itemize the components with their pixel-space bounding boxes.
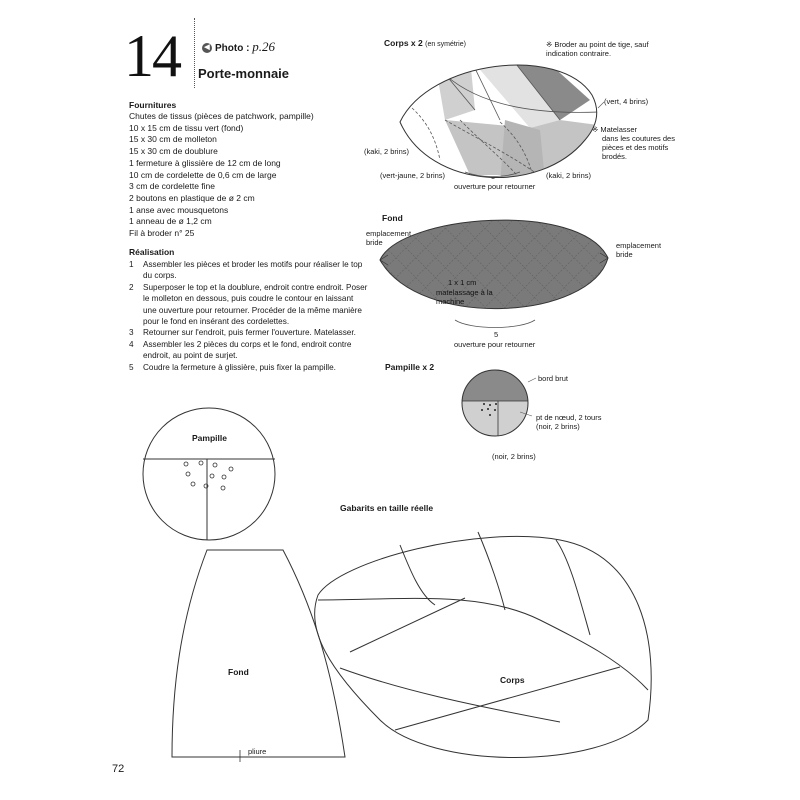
corps-heading: Corps x 2 (en symétrie) [384,38,466,48]
template-pampille [142,407,276,541]
fournitures-item: Chutes de tissus (pièces de patchwork, p… [129,111,314,121]
step-number: 3 [129,328,134,338]
fournitures-heading: Fournitures [129,100,177,110]
template-pampille-label: Pampille [192,433,227,443]
pampille-bord: bord brut [538,374,569,383]
corps-diagram [399,64,605,178]
pampille-knot: pt de nœud, 2 tours (noir, 2 brins) [536,413,602,431]
fournitures-item: 3 cm de cordelette fine [129,181,215,192]
fournitures-item: 2 boutons en plastique de ø 2 cm [129,192,255,203]
fond-bride-left: emplacement bride [366,229,412,247]
label-vert-jaune: (vert-jaune, 2 brins) [380,171,446,180]
realisation-step: 4 Assembler les 2 pièces du corps et le f… [129,339,369,362]
fournitures-list: Chutes de tissus (pièces de patchwork, p… [129,111,314,240]
fond-heading: Fond [382,213,403,223]
realisation-step: 1 Assembler les pièces et broder les moti… [129,259,369,282]
arrow-left-icon: ◀ [202,43,212,54]
corps-opening: ouverture pour retourner [454,182,536,191]
step-number: 4 [129,339,134,349]
step-text: Assembler les pièces et broder les motif… [143,260,363,281]
template-corps [314,531,652,758]
fournitures-item: 1 fermeture à glissière de 12 cm de long [129,157,281,168]
step-number: 5 [129,362,134,372]
project-number: 14 [124,23,182,89]
realisation-heading: Réalisation [129,247,175,257]
header-divider [194,18,195,88]
template-fond-label: Fond [228,667,249,677]
realisation-steps: 1 Assembler les pièces et broder les moti… [129,259,369,373]
embroider-note: ※ Broder au point de tige, sauf indicati… [546,40,649,58]
corps-heading-note: (en symétrie) [425,41,466,48]
label-vert: (vert, 4 brins) [604,97,649,106]
template-pliure-label: pliure [248,747,267,756]
step-text: Coudre la fermeture à glissière, puis fi… [143,362,336,372]
step-text: Superposer le top et la doublure, endroi… [143,282,368,327]
corps-heading-text: Corps x 2 [384,38,423,48]
realisation-step: 2 Superposer le top et la doublure, endro… [129,282,369,328]
pampille-heading: Pampille x 2 [385,362,435,372]
fond-bride-right: emplacement bride [616,241,662,259]
fournitures-item: 15 x 30 cm de doublure [129,146,218,157]
template-fond [171,549,346,762]
fond-diagram [379,219,609,328]
step-text: Assembler les 2 pièces du corps et le fo… [143,339,352,361]
realisation-step: 5 Coudre la fermeture à glissière, puis f… [129,362,369,373]
photo-reference: ◀Photo : p.26 [202,39,275,55]
step-text: Retourner sur l'endroit, puis fermer l'o… [143,328,356,338]
realisation-step: 3 Retourner sur l'endroit, puis fermer l'… [129,327,369,338]
quilt-note-title: ※ Matelasser [592,125,638,134]
fond-dim: 5 [494,330,499,339]
page-number: 72 [112,763,125,775]
photo-page-ref: p.26 [252,39,275,54]
label-kaki-left: (kaki, 2 brins) [364,147,410,156]
step-number: 1 [129,260,134,269]
project-title: Porte-monnaie [198,66,290,81]
fond-quilt-size: 1 x 1 cm [448,278,477,287]
fournitures-item: 1 anneau de ø 1,2 cm [129,216,212,227]
photo-label: Photo : [215,43,250,54]
pampille-diagram [461,369,537,437]
template-corps-label: Corps [500,675,525,685]
templates-heading: Gabarits en taille réelle [340,503,434,513]
label-kaki-right: (kaki, 2 brins) [546,171,592,180]
fournitures-item: 15 x 30 cm de molleton [129,134,217,145]
fond-opening: ouverture pour retourner [454,340,536,349]
fournitures-item: 10 x 15 cm de tissu vert (fond) [129,122,244,133]
fournitures-item: 1 anse avec mousquetons [129,204,229,215]
step-number: 2 [129,282,134,292]
fournitures-item: Fil à broder n° 25 [129,228,195,239]
quilt-note-text: dans les coutures des pièces et des moti… [602,134,675,161]
pampille-noir: (noir, 2 brins) [492,452,536,461]
fournitures-item: 10 cm de cordelette de 0,6 cm de large [129,169,277,180]
fond-quilt-text: matelassage à la machine [436,288,493,306]
